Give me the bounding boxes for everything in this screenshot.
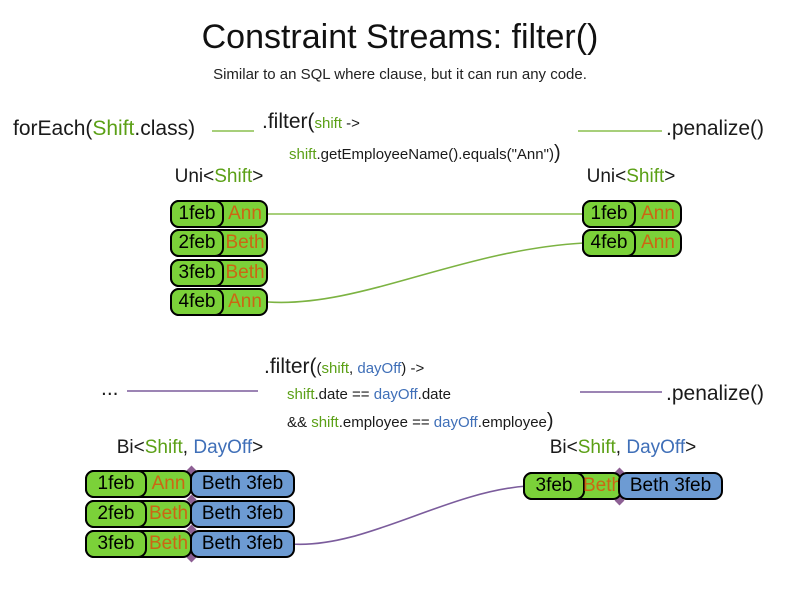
- date-cell: 4feb: [582, 229, 636, 257]
- bi-left-sep: ,: [182, 437, 194, 458]
- filter1-param: shift: [314, 115, 343, 132]
- page-subtitle: Similar to an SQL where clause, but it c…: [213, 66, 587, 83]
- name-cell: Beth: [148, 533, 189, 554]
- filter2-l2-var1: shift: [287, 386, 315, 403]
- penalize2-code: .penalize(): [666, 382, 765, 405]
- uni-right-suffix: >: [664, 166, 676, 187]
- date-cell: 3feb: [85, 530, 147, 558]
- connector-bi-row-3feb: [290, 485, 528, 546]
- name-cell: Ann: [641, 203, 675, 224]
- filter2-param-sep: ,: [349, 360, 358, 377]
- name-cell: Beth: [582, 475, 623, 496]
- bi-label-left: Bi<Shift, DayOff>: [85, 437, 295, 459]
- filter1-method: .filter(: [262, 110, 315, 133]
- foreach-suffix: .class): [134, 117, 196, 140]
- shift-row: 4feb Ann: [582, 229, 682, 257]
- filter1-signature: .filter(shift ->: [262, 110, 360, 134]
- filter2-body-line1: shift.date == dayOff.date: [287, 386, 451, 403]
- bi-left-prefix: Bi<: [116, 437, 145, 458]
- date-cell: 3feb: [170, 259, 224, 287]
- filter2-l2-mid1: .date ==: [314, 386, 374, 403]
- penalize1-code: .penalize(): [666, 117, 765, 140]
- date-cell: 2feb: [85, 500, 147, 528]
- connector-row-4feb-ann: [267, 242, 585, 304]
- date-cell: 2feb: [170, 229, 224, 257]
- bi-right-type1: Shift: [577, 437, 616, 458]
- bi-left-suffix: >: [252, 437, 264, 458]
- filter2-params-open: (: [316, 360, 322, 377]
- filter1-close-paren: ): [553, 142, 561, 164]
- filter2-param2: dayOff: [357, 360, 402, 377]
- filter2-param1: shift: [321, 360, 350, 377]
- filter1-body-rest: .getEmployeeName().equals("Ann"): [316, 146, 554, 163]
- dayoff-cell: Beth 3feb: [190, 500, 295, 528]
- filter2-method: .filter(: [264, 355, 317, 378]
- bi-right-suffix: >: [685, 437, 697, 458]
- date-cell: 3feb: [523, 472, 585, 500]
- name-cell: Ann: [151, 473, 186, 494]
- bi-row: 3feb Beth Beth 3feb: [523, 472, 723, 500]
- filter2-l3-op: &&: [287, 414, 312, 431]
- filter2-l3-var2: dayOff: [433, 414, 478, 431]
- uni-label-right: Uni<Shift>: [580, 166, 682, 188]
- date-cell: 4feb: [170, 288, 224, 316]
- filter2-body-line2: && shift.employee == dayOff.employee): [287, 410, 554, 433]
- filter2-l3-mid1: .employee ==: [338, 414, 434, 431]
- uni-left-suffix: >: [252, 166, 264, 187]
- shift-pair-cell: 2feb Beth: [85, 500, 192, 528]
- shift-row: 3feb Beth: [170, 259, 268, 287]
- uni-right-prefix: Uni<: [586, 166, 627, 187]
- name-cell: Beth: [225, 232, 265, 253]
- name-cell: Beth: [225, 262, 265, 283]
- shift-pair-cell: 3feb Beth: [85, 530, 192, 558]
- bi-label-right: Bi<Shift, DayOff>: [518, 437, 728, 459]
- name-cell: Ann: [228, 203, 262, 224]
- filter1-body: shift.getEmployeeName().equals("Ann")): [289, 142, 561, 165]
- shift-row: 2feb Beth: [170, 229, 268, 257]
- filter2-l3-var1: shift: [311, 414, 339, 431]
- shift-row: 4feb Ann: [170, 288, 268, 316]
- dayoff-cell: Beth 3feb: [618, 472, 723, 500]
- name-cell: Ann: [228, 291, 262, 312]
- filter2-l3-mid2: .employee: [477, 414, 547, 431]
- uni-label-left: Uni<Shift>: [168, 166, 270, 188]
- date-cell: 1feb: [85, 470, 147, 498]
- bi-row: 2feb Beth Beth 3feb: [85, 500, 295, 528]
- shift-pair-cell: 3feb Beth: [523, 472, 622, 500]
- bi-row: 1feb Ann Beth 3feb: [85, 470, 295, 498]
- uni-left-type: Shift: [214, 166, 253, 187]
- filter2-close-paren: ): [546, 410, 554, 432]
- bi-right-type2: DayOff: [626, 437, 686, 458]
- dayoff-cell: Beth 3feb: [190, 470, 295, 498]
- name-cell: Beth: [148, 503, 189, 524]
- filter2-params-close: ) ->: [401, 360, 425, 377]
- foreach-code: forEach(Shift.class): [13, 117, 195, 141]
- filter2-l2-var2: dayOff: [373, 386, 418, 403]
- bi-row: 3feb Beth Beth 3feb: [85, 530, 295, 558]
- filter2-signature: .filter((shift, dayOff) ->: [264, 355, 424, 379]
- foreach-prefix: forEach(: [13, 117, 93, 140]
- shift-row: 1feb Ann: [170, 200, 268, 228]
- bi-right-sep: ,: [615, 437, 627, 458]
- date-cell: 1feb: [170, 200, 224, 228]
- bi-left-type2: DayOff: [193, 437, 253, 458]
- foreach-class-name: Shift: [92, 117, 135, 140]
- page-title: Constraint Streams: filter(): [201, 18, 599, 56]
- bi-right-prefix: Bi<: [549, 437, 578, 458]
- name-cell: Ann: [641, 232, 675, 253]
- shift-pair-cell: 1feb Ann: [85, 470, 192, 498]
- uni-right-type: Shift: [626, 166, 665, 187]
- uni-left-prefix: Uni<: [174, 166, 215, 187]
- shift-row: 1feb Ann: [582, 200, 682, 228]
- dayoff-cell: Beth 3feb: [190, 530, 295, 558]
- bi-left-type1: Shift: [144, 437, 183, 458]
- filter2-l2-mid2: .date: [417, 386, 452, 403]
- ellipsis-code: ...: [101, 377, 119, 400]
- filter1-body-var: shift: [289, 146, 317, 163]
- filter1-arrow: ->: [342, 115, 360, 132]
- date-cell: 1feb: [582, 200, 636, 228]
